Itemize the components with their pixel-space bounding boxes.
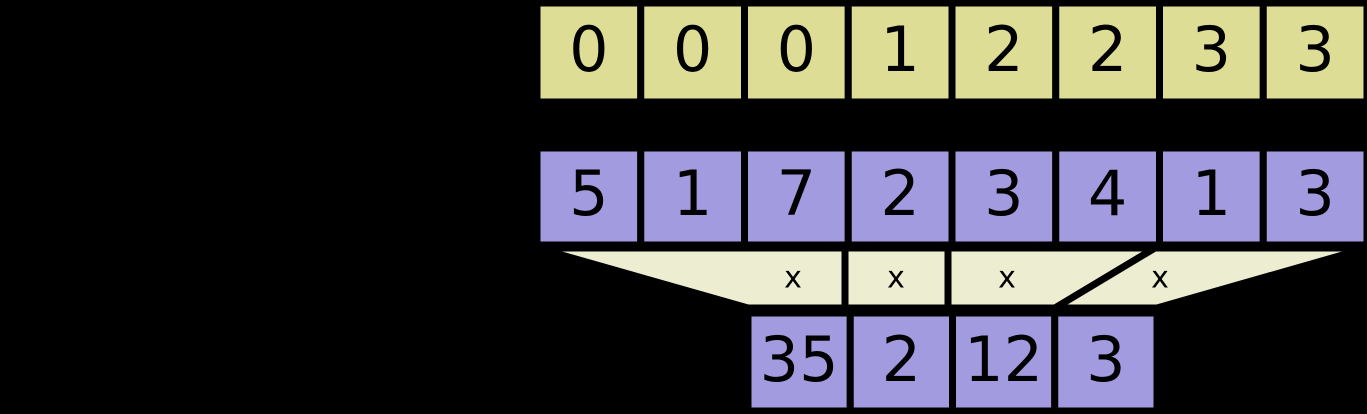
input-value: 3 — [1295, 157, 1334, 230]
segment-product-cell — [949, 309, 1059, 414]
input-value-cell — [1259, 144, 1367, 249]
segment-product-value: 35 — [760, 323, 839, 396]
segment-ids-row: 0 0 0 1 2 2 3 3 — [533, 0, 1367, 106]
operator-symbol-0: x — [784, 261, 802, 296]
input-value-cell — [637, 144, 748, 249]
input-value-cell — [1156, 144, 1267, 249]
segment-id-value: 0 — [569, 13, 608, 86]
segment-id-value: 3 — [1295, 13, 1334, 86]
segment-id-cell — [533, 0, 645, 106]
operator-symbol-3: x — [1151, 261, 1169, 296]
input-value-cell — [844, 144, 956, 249]
segment-product-value: 12 — [964, 323, 1043, 396]
segment-product-cell — [1051, 309, 1161, 414]
segment-id-value: 0 — [673, 13, 712, 86]
segment-id-value: 1 — [880, 13, 919, 86]
segment-id-cell — [1259, 0, 1367, 106]
operator-symbol-1: x — [887, 261, 905, 296]
operator-symbol-2: x — [998, 261, 1016, 296]
operator-labels: x x x x — [784, 261, 1169, 296]
segment-id-value: 2 — [1088, 13, 1127, 86]
input-value: 7 — [777, 157, 816, 230]
input-value-cell — [741, 144, 852, 249]
input-value-cell — [1052, 144, 1163, 249]
segment-product-value: 2 — [882, 323, 921, 396]
input-value: 3 — [984, 157, 1023, 230]
input-value: 1 — [673, 157, 712, 230]
segment-id-value: 3 — [1192, 13, 1231, 86]
input-values-row: 5 1 7 2 3 4 1 3 — [533, 144, 1367, 249]
connector-band — [536, 244, 1367, 312]
input-value-cell — [533, 144, 645, 249]
input-value-cell — [948, 144, 1060, 249]
input-value: 2 — [880, 157, 919, 230]
input-value: 1 — [1192, 157, 1231, 230]
segment-id-value: 0 — [777, 13, 816, 86]
segment-product-value: 3 — [1086, 323, 1125, 396]
input-value: 5 — [569, 157, 608, 230]
segment-product-cell — [846, 309, 956, 414]
segment-id-value: 2 — [984, 13, 1023, 86]
segment-id-cell — [844, 0, 956, 106]
segment-product-cell — [744, 309, 854, 414]
segment-id-cell — [1052, 0, 1163, 106]
segment-products-row: 35 2 12 3 — [744, 309, 1161, 414]
input-value: 4 — [1088, 157, 1127, 230]
